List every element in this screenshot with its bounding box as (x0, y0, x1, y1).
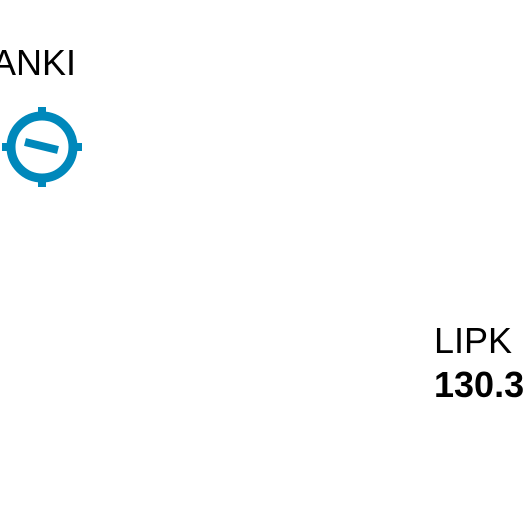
target-crosshair-icon[interactable] (0, 105, 84, 189)
station-frequency-label: 130.3 (434, 364, 524, 405)
waypoint-label: ANKI (0, 42, 77, 83)
station-name-label: LIPK (434, 320, 513, 361)
